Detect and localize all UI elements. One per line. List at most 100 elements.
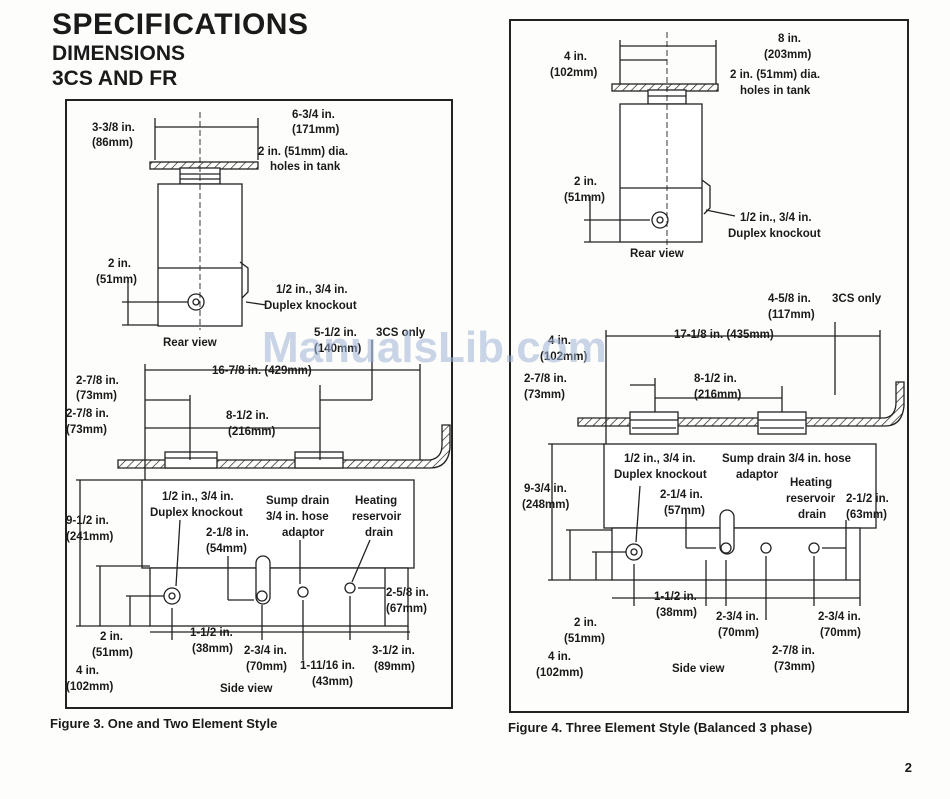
- fig3-label: 2-7/8 in.: [66, 408, 109, 420]
- fig4-label: 1/2 in., 3/4 in.: [624, 453, 696, 465]
- fig4-label: (73mm): [524, 389, 565, 401]
- fig4-label: 2-3/4 in.: [716, 611, 759, 623]
- fig4-label: 1/2 in., 3/4 in.: [740, 212, 812, 224]
- fig3-label: (38mm): [192, 643, 233, 655]
- fig3-label: Rear view: [163, 337, 217, 349]
- fig3-label: 16-7/8 in. (429mm): [212, 365, 312, 377]
- page-number: 2: [904, 760, 912, 775]
- fig4-label: Duplex knockout: [728, 228, 821, 240]
- fig4-label: (73mm): [774, 661, 815, 673]
- fig4-label: (117mm): [768, 309, 815, 321]
- fig3-label: (54mm): [206, 543, 247, 555]
- fig3-label: 2-3/4 in.: [244, 645, 287, 657]
- fig4-label: (51mm): [564, 192, 605, 204]
- fig3-label: 5-1/2 in.: [314, 327, 357, 339]
- fig3-label: (70mm): [246, 661, 287, 673]
- fig3-label: Duplex knockout: [150, 507, 243, 519]
- fig4-label: 2-1/4 in.: [660, 489, 703, 501]
- figure3-labels: 3-3/8 in. (86mm) 6-3/4 in. (171mm) 2 in.…: [66, 109, 429, 695]
- fig4-label: (102mm): [536, 667, 583, 679]
- fig3-label: (51mm): [92, 647, 133, 659]
- fig3-label: (171mm): [292, 124, 339, 136]
- fig4-label: 2 in.: [574, 176, 597, 188]
- fig3-label: 2-5/8 in.: [386, 587, 429, 599]
- fig4-label: (70mm): [820, 627, 861, 639]
- fig3-label: Heating: [355, 495, 397, 507]
- fig4-label: adaptor: [736, 469, 779, 481]
- fig4-label: (102mm): [550, 67, 597, 79]
- fig3-label: 2-1/8 in.: [206, 527, 249, 539]
- fig3-label: (140mm): [314, 343, 361, 355]
- fig3-label: 3-1/2 in.: [372, 645, 415, 657]
- fig4-label: (70mm): [718, 627, 759, 639]
- fig3-label: 1/2 in., 3/4 in.: [162, 491, 234, 503]
- section-subtitle: DIMENSIONS: [52, 42, 186, 65]
- fig3-label: drain: [365, 527, 393, 539]
- fig3-label: (86mm): [92, 137, 133, 149]
- figure4-labels: 8 in. (203mm) 4 in. (102mm) 2 in. (51mm)…: [522, 33, 889, 679]
- figure4-frame: [509, 19, 909, 713]
- fig4-label: Side view: [672, 663, 724, 675]
- fig3-label: (241mm): [66, 531, 113, 543]
- fig4-label: Duplex knockout: [614, 469, 707, 481]
- fig3-label: 3CS only: [376, 327, 426, 339]
- fig4-label: 9-3/4 in.: [524, 483, 567, 495]
- fig4-label: 2-3/4 in.: [818, 611, 861, 623]
- fig3-label: 3/4 in. hose: [266, 511, 329, 523]
- fig3-label: Duplex knockout: [264, 300, 357, 312]
- fig4-label: 4 in.: [564, 51, 587, 63]
- fig3-label: 1-1/2 in.: [190, 627, 233, 639]
- fig4-label: Rear view: [630, 248, 684, 260]
- fig3-label: adaptor: [282, 527, 325, 539]
- fig3-label: 9-1/2 in.: [66, 515, 109, 527]
- fig4-label: (102mm): [540, 351, 587, 363]
- fig3-label: (67mm): [386, 603, 427, 615]
- fig3-label: 3-3/8 in.: [92, 122, 135, 134]
- figure3-frame: [65, 99, 453, 709]
- fig4-label: 17-1/8 in. (435mm): [674, 329, 774, 341]
- fig3-label: (73mm): [66, 424, 107, 436]
- fig4-label: holes in tank: [740, 85, 811, 97]
- fig3-label: 2 in.: [108, 258, 131, 270]
- fig4-label: Sump drain 3/4 in. hose: [722, 453, 851, 465]
- figure3-side-view: [76, 340, 451, 660]
- model-heading: 3CS AND FR: [52, 67, 178, 90]
- fig4-label: reservoir: [786, 493, 836, 505]
- fig3-label: 6-3/4 in.: [292, 109, 335, 121]
- fig3-label: 2 in. (51mm) dia.: [258, 146, 348, 158]
- fig3-label: 1/2 in., 3/4 in.: [276, 284, 348, 296]
- fig4-label: drain: [798, 509, 826, 521]
- figure3-caption: Figure 3. One and Two Element Style: [50, 716, 278, 731]
- fig4-label: (38mm): [656, 607, 697, 619]
- fig4-label: 2-1/2 in.: [846, 493, 889, 505]
- fig3-label: (43mm): [312, 676, 353, 688]
- fig4-label: 4 in.: [548, 651, 571, 663]
- page-title: SPECIFICATIONS: [52, 8, 309, 41]
- fig4-label: 2 in. (51mm) dia.: [730, 69, 820, 81]
- watermark: ManualsLib.com: [262, 323, 607, 372]
- fig4-label: 3CS only: [832, 293, 882, 305]
- fig3-label: 2-7/8 in.: [76, 375, 119, 387]
- fig4-label: (216mm): [694, 389, 741, 401]
- fig4-label: (57mm): [664, 505, 705, 517]
- fig3-label: 4 in.: [76, 665, 99, 677]
- fig3-label: holes in tank: [270, 161, 341, 173]
- fig4-label: 1-1/2 in.: [654, 591, 697, 603]
- figure4-caption: Figure 4. Three Element Style (Balanced …: [508, 720, 813, 735]
- figure4-rear-view: [584, 32, 736, 248]
- fig3-label: Side view: [220, 683, 272, 695]
- figure3-rear-view: [122, 112, 267, 330]
- fig4-label: 4 in.: [548, 335, 571, 347]
- fig4-label: 2-7/8 in.: [524, 373, 567, 385]
- fig3-label: reservoir: [352, 511, 402, 523]
- fig4-label: (248mm): [522, 499, 569, 511]
- fig4-label: 2-7/8 in.: [772, 645, 815, 657]
- fig3-label: Sump drain: [266, 495, 329, 507]
- fig3-label: (73mm): [76, 390, 117, 402]
- fig3-label: (102mm): [66, 681, 113, 693]
- fig4-label: Heating: [790, 477, 832, 489]
- figure4-side-view: [548, 322, 905, 620]
- fig4-label: (51mm): [564, 633, 605, 645]
- fig4-label: 8-1/2 in.: [694, 373, 737, 385]
